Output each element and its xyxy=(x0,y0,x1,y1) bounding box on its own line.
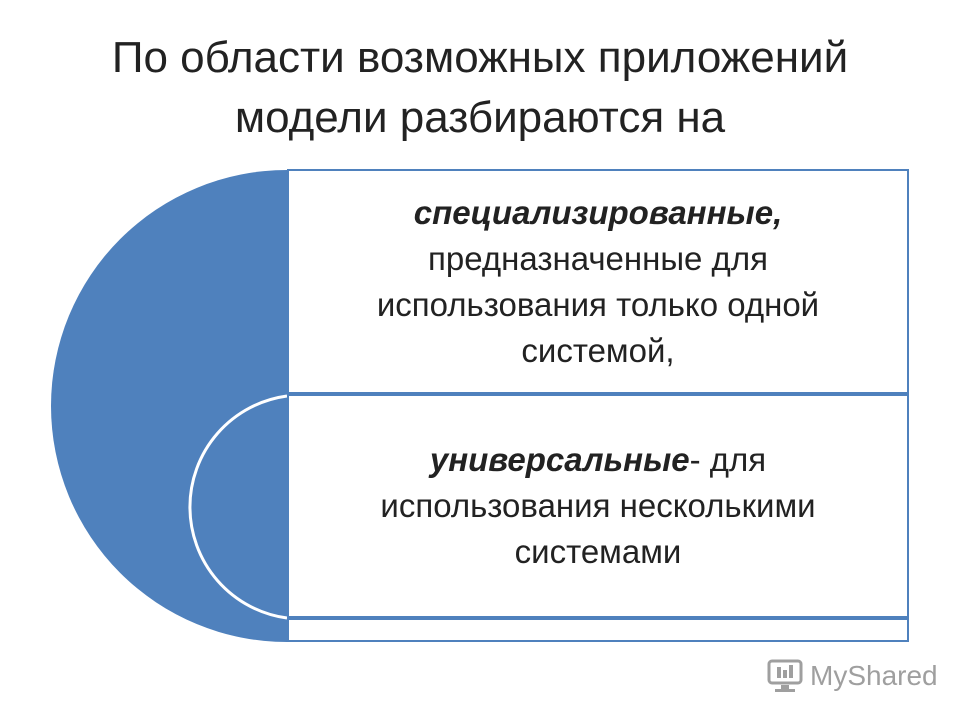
slide-title: По области возможных приложений модели р… xyxy=(0,28,960,148)
item-universal-desc-2: системами xyxy=(514,533,682,570)
slide-title-line-2: модели разбираются на xyxy=(234,93,726,142)
item-universal-desc-1: использования несколькими xyxy=(380,487,816,524)
item-universal-box: универсальные- для использования несколь… xyxy=(287,394,909,618)
empty-bottom-box xyxy=(287,618,909,642)
outer-arc-shape xyxy=(51,170,287,642)
watermark-logo: MyShared xyxy=(766,656,938,696)
slide-title-line-1: По области возможных приложений xyxy=(111,33,849,82)
item-specialized-box: специализированные, предназначенные для … xyxy=(287,169,909,394)
item-universal-first-line: универсальные- для xyxy=(430,437,766,483)
item-specialized-desc-2: использования только одной xyxy=(376,285,820,323)
inner-arc-outline xyxy=(188,394,288,620)
item-universal-term: универсальные xyxy=(429,441,690,478)
item-specialized-term: специализированные, xyxy=(413,193,783,231)
item-specialized-desc-3: системой, xyxy=(521,331,675,369)
watermark-text: MyShared xyxy=(810,660,938,691)
item-universal-suffix: - для xyxy=(689,441,767,478)
item-specialized-desc-1: предназначенные для xyxy=(428,239,768,277)
mushared-monitor-icon xyxy=(767,659,803,692)
